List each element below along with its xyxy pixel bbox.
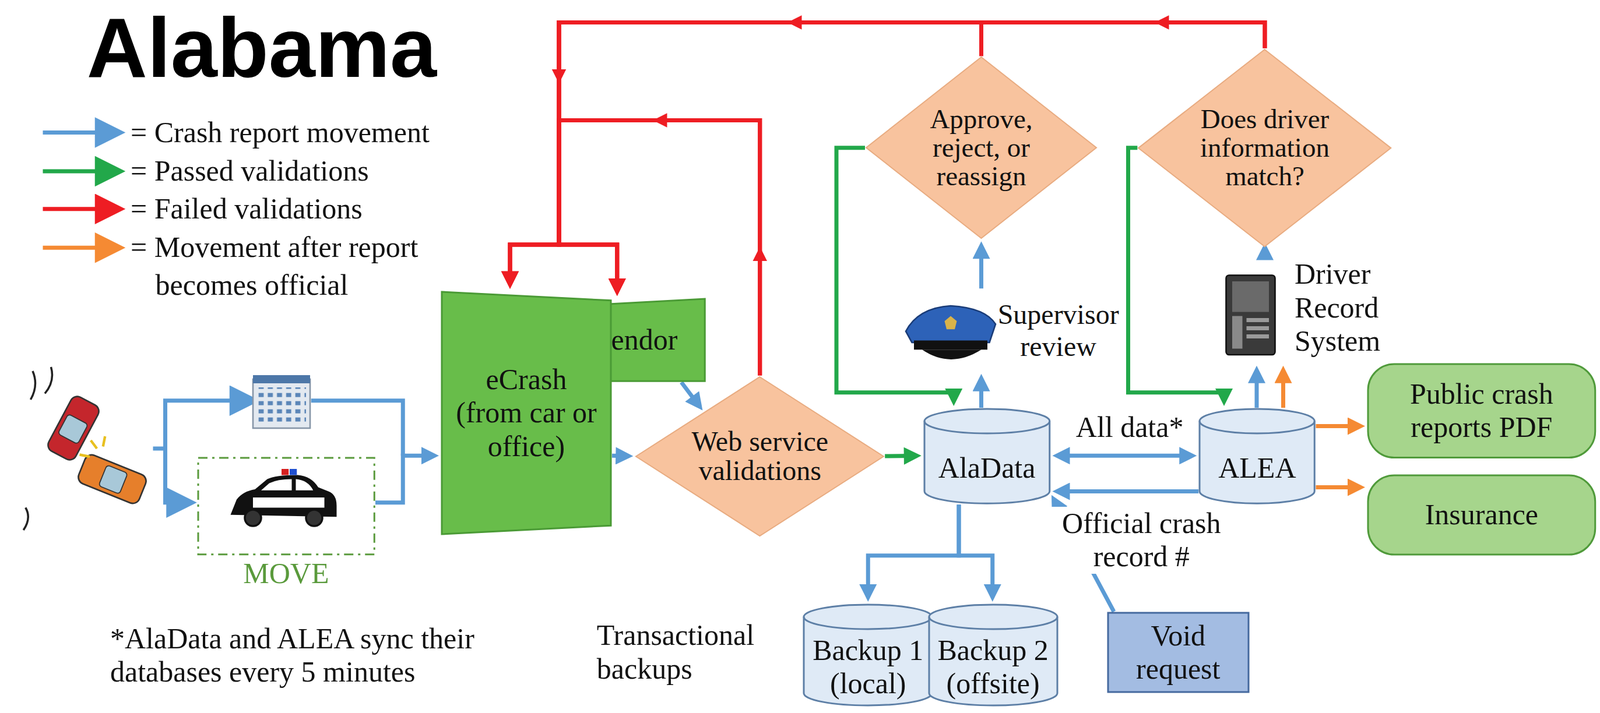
output-box: Public crash reports PDF [1366,363,1597,460]
decision-diamond: Approve, reject, or reassign [864,55,1098,240]
flow-connector [1262,249,1267,255]
connector-label: Official crash record # [1050,507,1233,575]
node-text: Backup 2 (offsite) [934,634,1052,702]
backup-cylinder: Backup 1 (local) [802,603,934,708]
node-text: eCrash (from car or office) [451,363,602,464]
node-text: Does driver information match? [1196,104,1334,192]
group-box: MOVE [197,456,376,557]
crash-illustration [23,367,149,531]
flow-connector [1061,454,1189,459]
police-car-icon [230,469,337,527]
footnote: *AlaData and ALEA sync their databases e… [110,622,511,690]
flow-connector [958,504,993,594]
flow-connector [884,454,913,459]
system-label: Driver Record System [1222,251,1413,365]
flow-connector [681,382,698,404]
flow-connector [1316,424,1357,429]
diagram-title: Alabama [86,6,437,91]
node-text: Public crash reports PDF [1385,377,1578,445]
node-text: Void request [1128,619,1228,687]
node-text: Backup 1 (local) [809,634,927,702]
database-cylinder: AlaData [923,408,1051,505]
flow-connector [979,250,984,289]
flow-connector [1316,485,1357,490]
decision-diamond: Does driver information match? [1137,48,1392,248]
connector-label: All data* [1060,410,1199,445]
flow-connector [612,454,625,459]
node-text: Supervisor review [996,298,1121,363]
flow-connector [1281,374,1286,409]
node-text: Driver Record System [1294,257,1400,359]
office-building-icon [252,375,311,429]
legend-entry: = Passed validations [130,152,481,191]
legend-entry: = Crash report movement [130,113,481,152]
node-text: ALEA [1218,451,1296,486]
backup-cylinder: Backup 2 (offsite) [927,603,1059,708]
node-text: Approve, reject, or reassign [926,104,1037,192]
review-label: Supervisor review [889,288,1129,373]
node-text: Insurance [1425,498,1539,533]
legend-entry: = Failed validations [130,190,481,228]
flow-connector [979,382,984,409]
legend-arrows [43,132,111,249]
flow-connector [1061,489,1199,494]
decision-diamond: Web service validations [634,375,885,538]
legend-entry: = Movement after report becomes official [130,228,481,305]
entry-box: eCrash (from car or office) [440,290,613,536]
note-label: Transactional backups [596,619,791,687]
node-text: Web service validations [684,427,836,487]
flow-connector [1254,374,1260,409]
flow-connector [867,504,959,594]
flow-arrowheads [551,15,1170,262]
police-cap-icon [905,306,996,360]
node-outline [197,456,376,557]
flow-connector [375,455,431,504]
node-text: MOVE [197,557,376,592]
server-icon [1226,275,1276,356]
database-cylinder: ALEA [1198,408,1316,505]
request-box: Void request [1106,612,1250,694]
output-box: Insurance [1366,474,1597,557]
node-text: AlaData [938,451,1036,486]
